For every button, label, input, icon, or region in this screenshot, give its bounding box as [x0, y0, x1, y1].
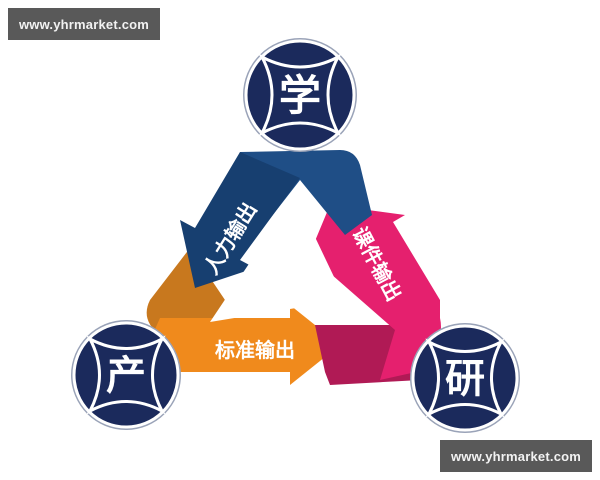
watermark-bottom-right: www.yhrmarket.com	[440, 440, 592, 472]
node-label-chan: 产	[106, 352, 146, 399]
node-chan: 产	[71, 320, 181, 430]
node-label-yan: 研	[445, 355, 485, 402]
arrow-standard-output	[148, 305, 340, 385]
label-standard-output: 标准输出	[215, 338, 295, 362]
arrow-manpower-output	[180, 152, 300, 288]
node-xue: 学	[243, 38, 357, 152]
node-label-xue: 学	[279, 71, 321, 120]
node-yan: 研	[410, 323, 520, 433]
center-triangle	[210, 195, 345, 322]
watermark-top-left: www.yhrmarket.com	[8, 8, 160, 40]
arrow-courseware-output	[305, 205, 441, 380]
